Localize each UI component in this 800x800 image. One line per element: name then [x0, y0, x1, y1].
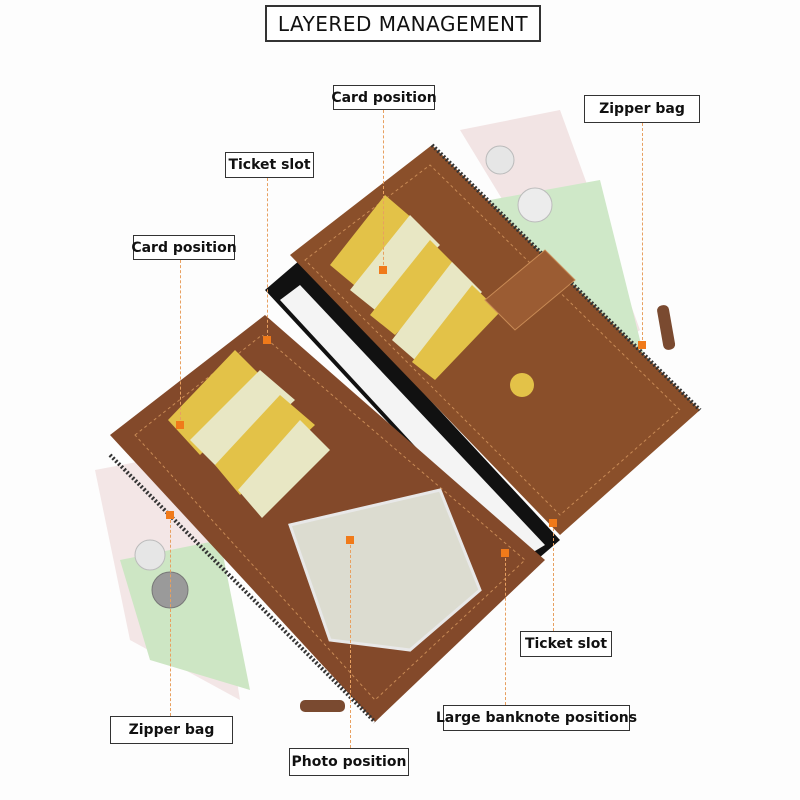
connector-line [350, 540, 351, 748]
marker-dot [176, 421, 184, 429]
connector-line [505, 553, 506, 705]
label-large-banknote: Large banknote positions [436, 705, 637, 731]
connector-line [267, 178, 268, 338]
connector-line [553, 523, 554, 631]
banknote [120, 540, 250, 690]
coin [517, 187, 553, 223]
label-ticket-slot-left: Ticket slot [225, 152, 314, 178]
connector-line [180, 260, 181, 425]
card-slots-right [330, 195, 500, 380]
snap-tab [484, 249, 576, 331]
zipper-pull [300, 700, 345, 712]
marker-dot [346, 536, 354, 544]
coin-in-pocket [510, 373, 534, 397]
banknote-slot [280, 285, 545, 560]
connector-line [642, 123, 643, 345]
marker-dot [549, 519, 557, 527]
coin [485, 145, 515, 175]
zipper [108, 453, 377, 724]
label-ticket-slot-right: Ticket slot [520, 631, 612, 657]
marker-dot [638, 341, 646, 349]
zipper-pull [657, 305, 676, 350]
connector-line [170, 515, 171, 716]
page-title: LAYERED MANAGEMENT [265, 5, 541, 42]
coin [134, 539, 166, 571]
marker-dot [379, 266, 387, 274]
marker-dot [263, 336, 271, 344]
connector-line [383, 110, 384, 270]
card-slots-left [168, 350, 330, 518]
marker-dot [166, 511, 174, 519]
photo-window [288, 488, 482, 652]
label-photo-position: Photo position [289, 748, 409, 776]
label-zipper-bag-bottom: Zipper bag [110, 716, 233, 744]
marker-dot [501, 549, 509, 557]
label-card-position-left: Card position [131, 235, 237, 260]
label-zipper-bag-top: Zipper bag [584, 95, 700, 123]
label-card-position-top: Card position [331, 85, 437, 110]
